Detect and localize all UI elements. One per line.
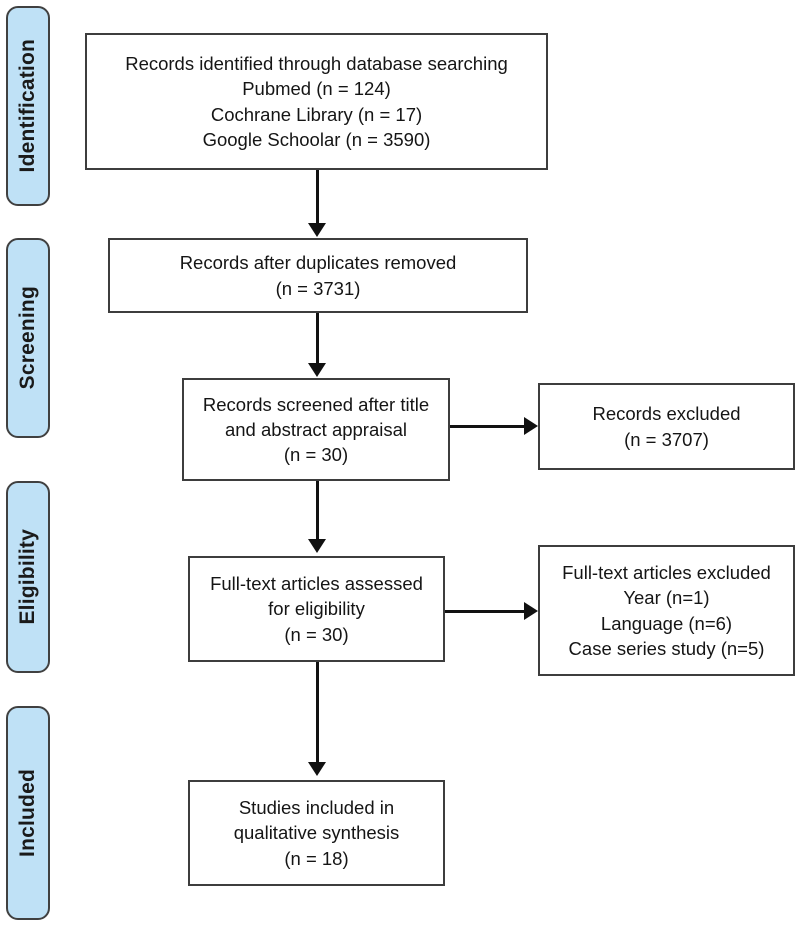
box-fulltext-assessed: Full-text articles assessed for eligibil… xyxy=(188,556,445,662)
box-line: Records excluded xyxy=(592,403,741,425)
box-line: (n = 3707) xyxy=(624,428,709,450)
box-line: qualitative synthesis xyxy=(233,822,400,844)
box-line: (n = 30) xyxy=(283,444,349,466)
stage-tab-identification: Identification xyxy=(6,6,50,206)
box-line: Pubmed (n = 124) xyxy=(242,78,391,100)
box-line: (n = 3731) xyxy=(275,277,361,299)
box-fulltext-excluded: Full-text articles excluded Year (n=1) L… xyxy=(538,545,795,676)
stage-tab-label: Eligibility xyxy=(16,529,39,625)
stage-tab-label: Included xyxy=(16,769,39,857)
box-line: Case series study (n=5) xyxy=(568,637,765,659)
box-records-excluded: Records excluded (n = 3707) xyxy=(538,383,795,470)
box-records-after-duplicates: Records after duplicates removed (n = 37… xyxy=(108,238,528,313)
box-line: Records identified through database sear… xyxy=(125,53,508,75)
arrowhead-down-icon xyxy=(308,363,326,377)
box-line: Cochrane Library (n = 17) xyxy=(210,103,423,125)
box-line: (n = 30) xyxy=(284,623,349,645)
box-line: Studies included in xyxy=(238,797,395,819)
arrowhead-right-icon xyxy=(524,602,538,620)
box-line: for eligibility xyxy=(268,598,365,620)
box-line: Records after duplicates removed xyxy=(179,252,457,274)
connector-fulltext-to-included xyxy=(316,662,319,764)
stage-tab-eligibility: Eligibility xyxy=(6,481,50,673)
box-line: Language (n=6) xyxy=(600,612,733,634)
connector-identified-to-duplicates xyxy=(316,170,319,225)
arrowhead-down-icon xyxy=(308,762,326,776)
box-line: Full-text articles excluded xyxy=(562,562,771,584)
connector-duplicates-to-screened xyxy=(316,313,319,365)
connector-screened-to-records-excluded xyxy=(450,425,526,428)
box-line: Records screened after title xyxy=(202,393,430,415)
arrowhead-down-icon xyxy=(308,223,326,237)
arrowhead-down-icon xyxy=(308,539,326,553)
stage-tab-screening: Screening xyxy=(6,238,50,438)
stage-tab-label: Screening xyxy=(16,286,39,390)
box-line: (n = 18) xyxy=(284,847,349,869)
box-line: Google Schoolar (n = 3590) xyxy=(202,128,431,150)
box-records-identified: Records identified through database sear… xyxy=(85,33,548,170)
box-line: Year (n=1) xyxy=(623,587,710,609)
connector-screened-to-fulltext xyxy=(316,481,319,541)
arrowhead-right-icon xyxy=(524,417,538,435)
box-line: and abstract appraisal xyxy=(224,418,408,440)
box-line: Full-text articles assessed xyxy=(210,573,423,595)
stage-tab-included: Included xyxy=(6,706,50,920)
connector-fulltext-to-fulltext-excluded xyxy=(445,610,526,613)
stage-tab-label: Identification xyxy=(16,39,39,173)
box-records-screened: Records screened after title and abstrac… xyxy=(182,378,450,481)
box-studies-included: Studies included in qualitative synthesi… xyxy=(188,780,445,886)
